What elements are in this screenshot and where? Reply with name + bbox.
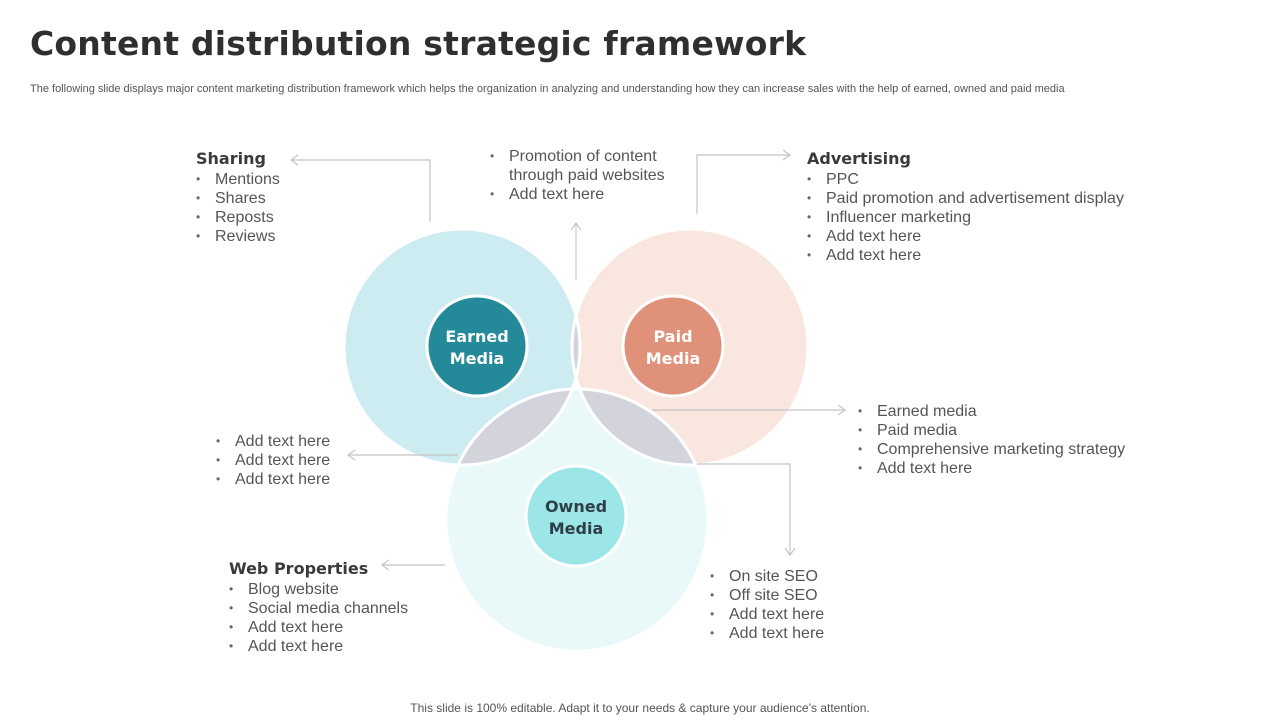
- list-item: Add text here: [216, 470, 330, 489]
- paid-media-label-line2: Media: [646, 349, 701, 368]
- list-item: Add text here: [858, 459, 1125, 478]
- list-item: PPC: [807, 170, 1124, 189]
- footer-note: This slide is 100% editable. Adapt it to…: [410, 701, 870, 715]
- earned-media-badge: [425, 294, 529, 398]
- advertising-heading: Advertising: [807, 149, 911, 168]
- page-title: Content distribution strategic framework: [30, 24, 807, 63]
- paid-owned-list: On site SEOOff site SEOAdd text hereAdd …: [710, 567, 824, 643]
- earned-owned-list: Add text hereAdd text hereAdd text here: [216, 432, 330, 489]
- earned-paid-block: Promotion of content through paid websit…: [490, 147, 690, 204]
- paid-owned-connector: [697, 463, 791, 555]
- all-three-list: Earned mediaPaid mediaComprehensive mark…: [858, 402, 1125, 478]
- list-item: Paid media: [858, 421, 1125, 440]
- sharing-list: MentionsSharesRepostsReviews: [196, 170, 280, 246]
- owned-media-label-line1: Owned: [545, 497, 607, 516]
- paid-owned-block: On site SEOOff site SEOAdd text hereAdd …: [710, 567, 824, 643]
- list-item: Add text here: [216, 451, 330, 470]
- earned-paid-list: Promotion of content through paid websit…: [490, 147, 690, 204]
- list-item: Add text here: [710, 624, 824, 643]
- list-item: Mentions: [196, 170, 280, 189]
- paid-media-badge: [621, 294, 725, 398]
- sharing-block: Sharing MentionsSharesRepostsReviews: [196, 149, 280, 247]
- owned-media-badge: [524, 464, 628, 568]
- list-item: Promotion of content through paid websit…: [490, 147, 690, 185]
- list-item: Shares: [196, 189, 280, 208]
- list-item: Add text here: [807, 227, 1124, 246]
- web-properties-heading: Web Properties: [229, 559, 369, 578]
- earned-owned-block: Add text hereAdd text hereAdd text here: [216, 432, 330, 489]
- list-item: Off site SEO: [710, 586, 824, 605]
- list-item: Reposts: [196, 208, 280, 227]
- web-properties-block: Web Properties Blog websiteSocial media …: [229, 559, 408, 657]
- sharing-connector: [291, 159, 431, 222]
- list-item: Influencer marketing: [807, 208, 1124, 227]
- page-subtitle: The following slide displays major conte…: [30, 83, 1065, 95]
- list-item: Add text here: [807, 246, 1124, 265]
- list-item: Earned media: [858, 402, 1125, 421]
- list-item: Add text here: [710, 605, 824, 624]
- list-item: Add text here: [229, 637, 408, 656]
- list-item: On site SEO: [710, 567, 824, 586]
- list-item: Reviews: [196, 227, 280, 246]
- advertising-connector: [696, 154, 790, 214]
- paid-media-label-line1: Paid: [653, 327, 692, 346]
- owned-media-label-line2: Media: [549, 519, 604, 538]
- list-item: Paid promotion and advertisement display: [807, 189, 1124, 208]
- list-item: Add text here: [229, 618, 408, 637]
- web-properties-list: Blog websiteSocial media channelsAdd tex…: [229, 580, 408, 656]
- advertising-block: Advertising PPCPaid promotion and advert…: [807, 149, 1124, 266]
- all-three-block: Earned mediaPaid mediaComprehensive mark…: [858, 402, 1125, 478]
- list-item: Add text here: [490, 185, 690, 204]
- sharing-heading: Sharing: [196, 149, 266, 168]
- advertising-list: PPCPaid promotion and advertisement disp…: [807, 170, 1124, 265]
- list-item: Add text here: [216, 432, 330, 451]
- list-item: Comprehensive marketing strategy: [858, 440, 1125, 459]
- list-item: Blog website: [229, 580, 408, 599]
- earned-media-label-line2: Media: [450, 349, 505, 368]
- earned-media-label-line1: Earned: [445, 327, 508, 346]
- list-item: Social media channels: [229, 599, 408, 618]
